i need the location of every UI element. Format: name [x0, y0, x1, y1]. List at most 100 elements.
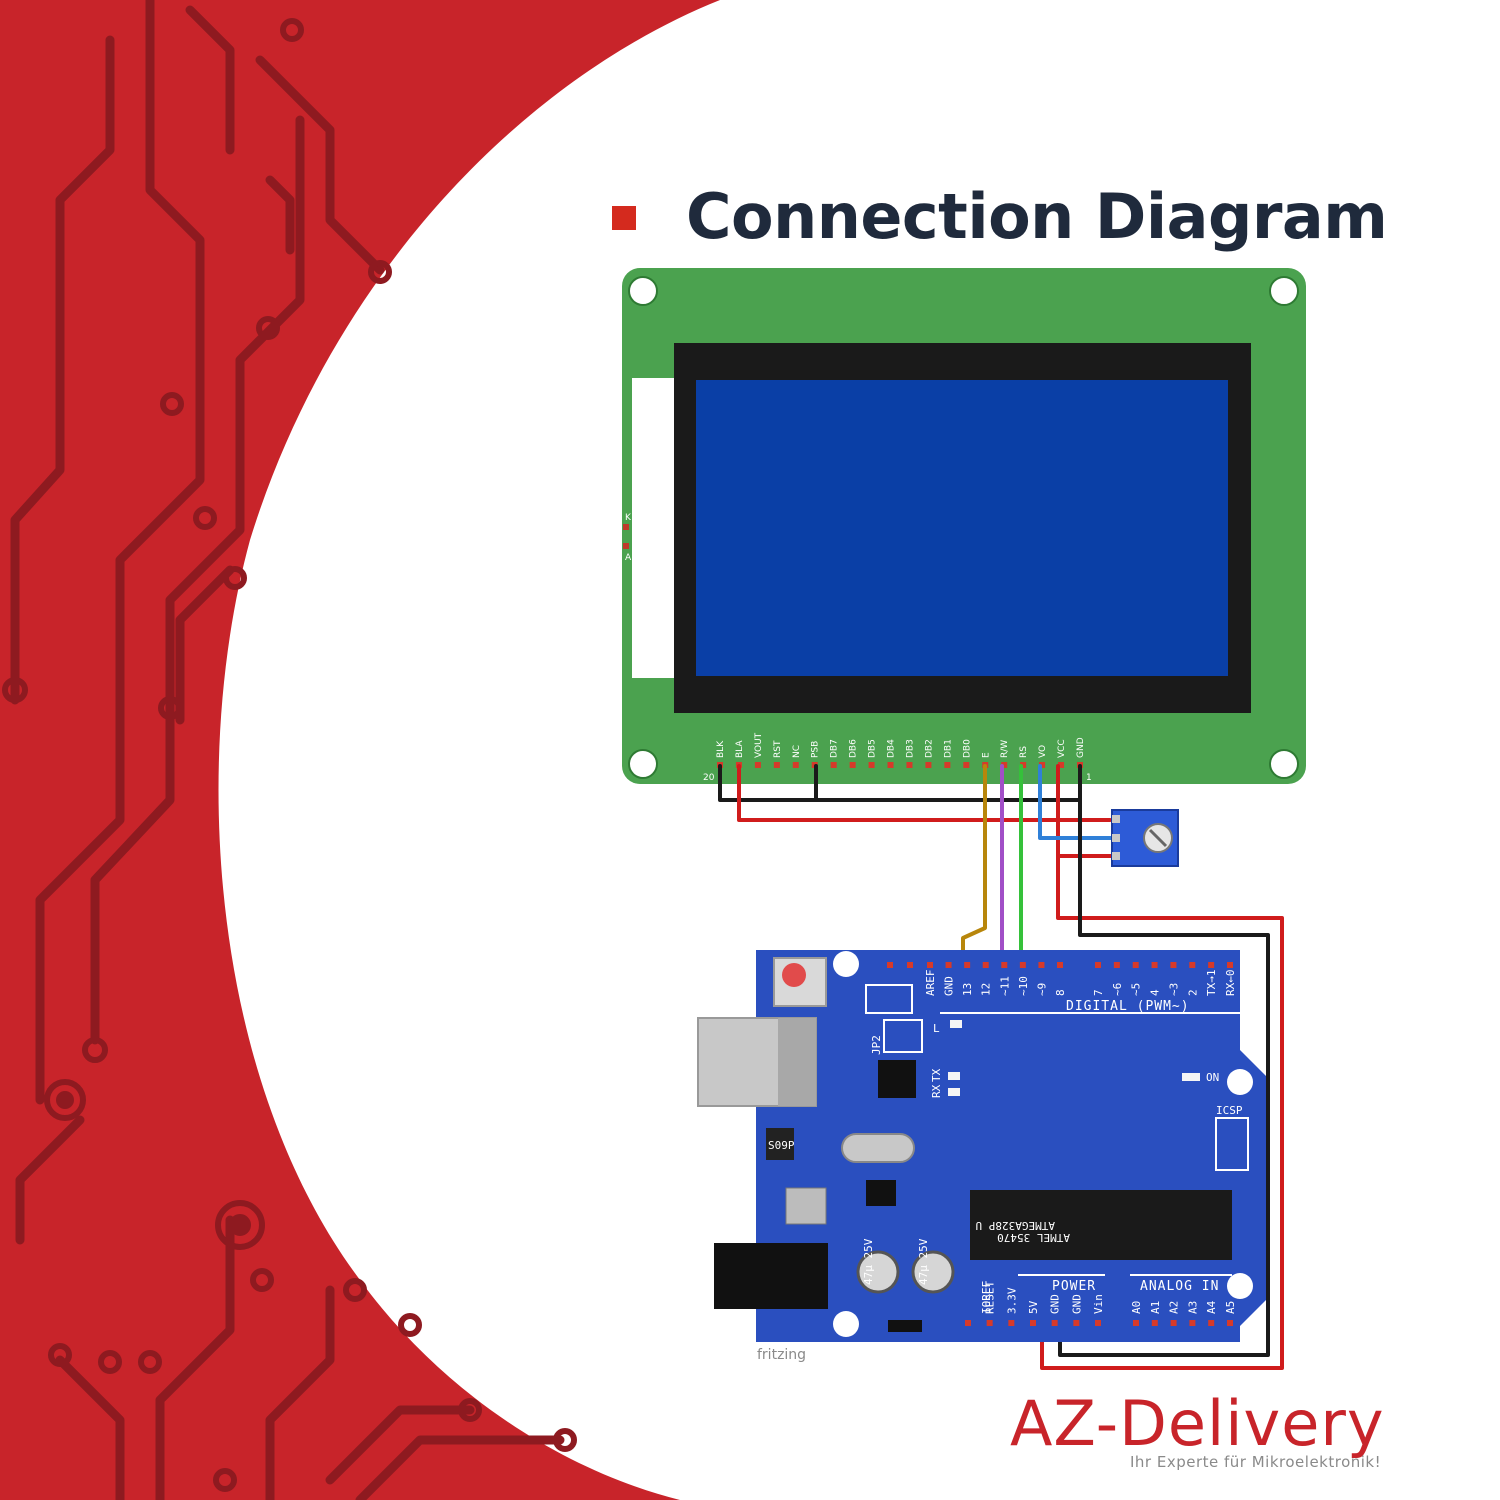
side-pin-label-a: A — [625, 553, 632, 563]
arduino-header-pin — [1170, 962, 1177, 968]
arduino-pin-label: 12 — [980, 983, 993, 996]
mount-hole-tr — [1269, 276, 1299, 306]
usb-chip — [878, 1060, 916, 1098]
arduino-analog-pin-label: A3 — [1186, 1301, 1199, 1314]
voltage-regulator — [785, 1187, 827, 1225]
arduino-power-pin — [965, 1320, 971, 1326]
digital-label: DIGITAL (PWM~) — [1066, 999, 1190, 1014]
lcd-pin — [963, 762, 970, 768]
arduino-power-pin-label: Vin — [1092, 1294, 1105, 1314]
mount-hole-tl — [628, 276, 658, 306]
regulator-chip — [866, 1180, 896, 1206]
lcd-pin-label: DB2 — [924, 739, 934, 758]
arduino-pin-label: ~3 — [1167, 983, 1180, 996]
lcd-pin-label: GND — [1076, 737, 1086, 758]
arduino-analog-pin-label: A0 — [1130, 1301, 1143, 1314]
arduino-power-pin-label: GND — [1070, 1294, 1083, 1314]
l-led-label: L — [933, 1022, 940, 1035]
diode — [888, 1320, 922, 1332]
reset-button-cap — [782, 963, 806, 987]
pot-pin-3 — [1112, 852, 1120, 860]
brand-name: AZ-Delivery — [1010, 1387, 1385, 1460]
arduino-pin-label: GND — [943, 976, 956, 996]
arduino-hole-3 — [1227, 1273, 1253, 1299]
lcd-pin-label: DB1 — [943, 739, 953, 758]
analog-label: ANALOG IN — [1140, 1279, 1219, 1294]
arduino-pin-label: AREF — [924, 970, 937, 997]
lcd-pin-label: DB4 — [887, 739, 897, 758]
potentiometer — [1111, 809, 1179, 867]
lcd-pin — [868, 762, 875, 768]
lcd-pin-label: DB5 — [868, 739, 878, 758]
capacitor-2 — [911, 1250, 955, 1294]
brand-tagline: Ihr Experte für Mikroelektronik! — [1130, 1453, 1382, 1471]
red-arc-background — [0, 0, 720, 1500]
lcd-pin — [1039, 762, 1046, 768]
arduino-analog-pin-label: A1 — [1149, 1301, 1162, 1314]
rx-label: RX — [930, 1084, 943, 1098]
lcd-pin-label: DB7 — [830, 739, 840, 758]
wire-5v-red — [1040, 854, 1284, 1370]
rx-led — [948, 1088, 960, 1096]
lcd-pin-label: RS — [1019, 746, 1029, 758]
lcd-pin — [1001, 762, 1008, 768]
arduino-power-pin-label: GND — [1049, 1294, 1062, 1314]
crystal-oscillator — [841, 1133, 915, 1163]
arduino-header-pin — [1189, 962, 1196, 968]
lcd-pin — [849, 762, 856, 768]
lcd-pin — [1020, 762, 1027, 768]
lcd-pin-label: PSB — [811, 741, 821, 758]
arduino-header-pin — [1001, 962, 1008, 968]
arduino-pin-label: TX→1 — [1205, 970, 1218, 997]
title-block: Connection Diagram — [612, 178, 1472, 258]
lcd-pin-number-first: 20 — [703, 773, 715, 783]
capacitor-1-label: 47μ 25V — [862, 1238, 875, 1285]
on-label: ON — [1206, 1071, 1219, 1084]
arduino-pin-label: 4 — [1149, 989, 1162, 996]
arduino-header-pin — [964, 962, 971, 968]
tx-label: TX — [930, 1068, 943, 1082]
lcd-screen — [696, 380, 1228, 676]
l-led — [950, 1020, 962, 1028]
lcd-pin — [1058, 762, 1065, 768]
lcd-pin — [773, 762, 780, 768]
lcd-pin-number-last: 1 — [1086, 773, 1092, 783]
arduino-header-pin — [1227, 962, 1233, 968]
wire-vo-blue — [1038, 764, 1114, 840]
on-led — [1182, 1073, 1200, 1081]
arduino-pin-label: 7 — [1092, 989, 1105, 996]
backlight-pin-a — [623, 543, 629, 549]
backlight-strip — [632, 378, 676, 678]
arduino-power-pin-label: 5V — [1027, 1300, 1040, 1314]
lcd-pin-label: VO — [1038, 745, 1048, 758]
lcd-pin-label: BLK — [716, 740, 726, 758]
lcd-pin-label: VCC — [1057, 739, 1067, 758]
arduino-hole-1 — [833, 951, 859, 977]
mount-hole-bl — [628, 749, 658, 779]
atmega-chip-text-2: ATMEL 35470 — [997, 1231, 1070, 1244]
arduino-analog-pin — [1227, 1320, 1233, 1326]
arduino-header-pin — [907, 962, 913, 968]
arduino-header-pin — [982, 962, 989, 968]
arduino-power-pin — [1008, 1320, 1015, 1326]
wire-gnd-black-lcd — [718, 764, 1082, 802]
lcd-pin — [887, 762, 894, 768]
arduino-analog-pin — [1133, 1320, 1139, 1326]
arduino-board: JP2 L TX RX S09P 47μ 25V 47μ 25V ATMEGA3… — [697, 950, 1266, 1342]
power-label: POWER — [1052, 1279, 1096, 1294]
crystal-label: S09P — [768, 1139, 795, 1152]
arduino-pin-label: ~10 — [1017, 976, 1030, 996]
lcd-pin — [906, 762, 913, 768]
arduino-analog-pin-label: A2 — [1168, 1301, 1181, 1314]
page-title: Connection Diagram — [686, 180, 1388, 253]
arduino-header-pin — [1208, 962, 1215, 968]
arduino-header-pin — [1151, 962, 1158, 968]
jp2-label: JP2 — [870, 1035, 883, 1055]
side-pin-label-k: K — [625, 513, 632, 523]
arduino-pin-label: 2 — [1186, 989, 1199, 996]
lcd-pin-label: VOUT — [754, 732, 764, 758]
arduino-pin-label: ~9 — [1035, 983, 1048, 996]
